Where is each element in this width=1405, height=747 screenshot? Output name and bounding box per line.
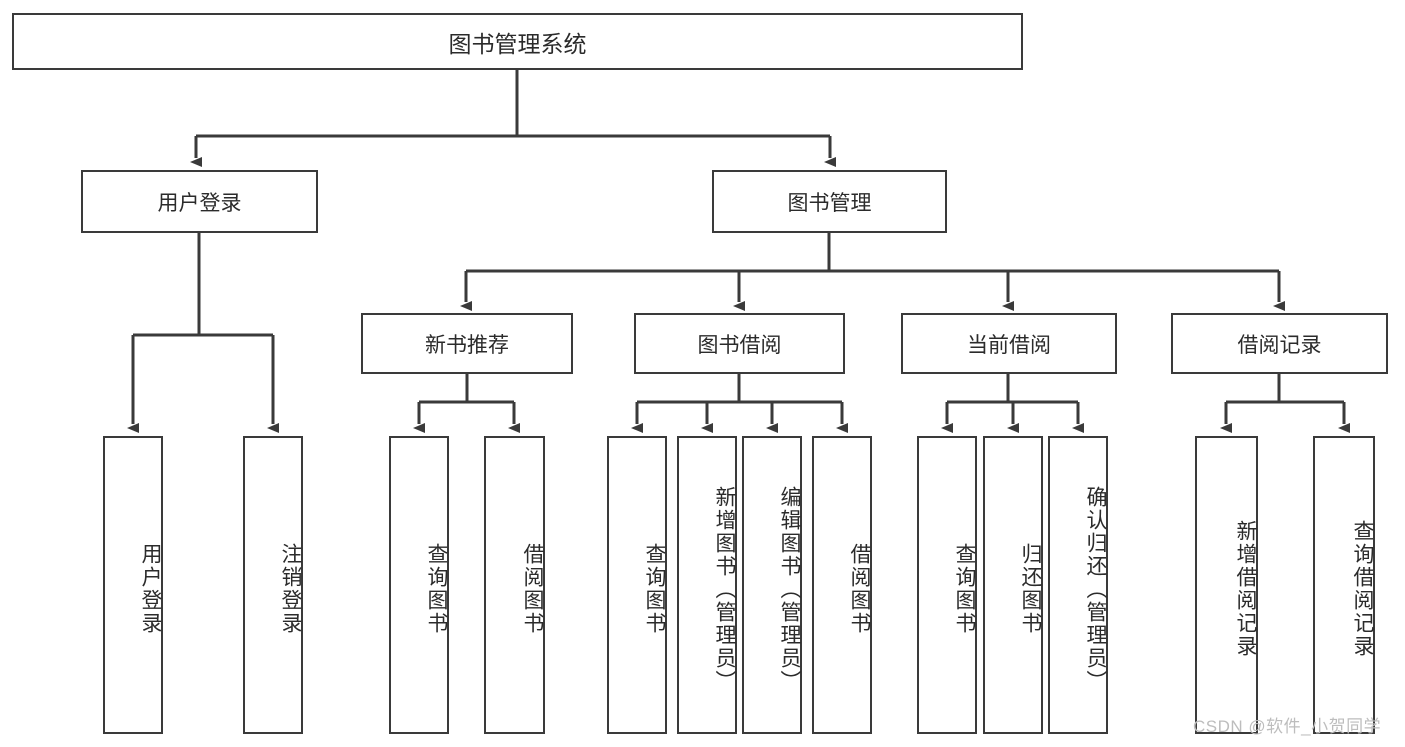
node-label: 查询图书 [953, 543, 976, 635]
leaf-return-book[interactable]: 归还图书 [983, 436, 1043, 734]
leaf-query-book-current[interactable]: 查询图书 [917, 436, 977, 734]
leaf-query-book-borrow[interactable]: 查询图书 [607, 436, 667, 734]
node-book-management[interactable]: 图书管理 [712, 170, 947, 233]
node-user-login[interactable]: 用户登录 [81, 170, 318, 233]
node-label: 借阅图书 [521, 543, 544, 635]
node-current-borrow[interactable]: 当前借阅 [901, 313, 1117, 374]
node-label: 图书借阅 [697, 333, 782, 357]
node-label: 新增借阅记录 [1234, 520, 1257, 658]
leaf-query-borrow-record[interactable]: 查询借阅记录 [1313, 436, 1375, 734]
node-label: 查询图书 [643, 543, 666, 635]
node-label: 新增图书（管理员） [713, 485, 736, 693]
node-label: 查询借阅记录 [1351, 520, 1374, 658]
leaf-borrow-book-recommend[interactable]: 借阅图书 [484, 436, 545, 734]
leaf-confirm-return-admin[interactable]: 确认归还（管理员） [1048, 436, 1108, 734]
leaf-borrow-book[interactable]: 借阅图书 [812, 436, 872, 734]
leaf-logout[interactable]: 注销登录 [243, 436, 303, 734]
node-label: 归还图书 [1019, 543, 1042, 635]
leaf-edit-book-admin[interactable]: 编辑图书（管理员） [742, 436, 802, 734]
node-book-management-system[interactable]: 图书管理系统 [12, 13, 1023, 70]
leaf-add-book-admin[interactable]: 新增图书（管理员） [677, 436, 737, 734]
watermark: CSDN @软件_小贺同学 [1193, 717, 1382, 736]
node-new-book-recommend[interactable]: 新书推荐 [361, 313, 573, 374]
node-label: 查询图书 [425, 543, 448, 635]
node-label: 借阅记录 [1237, 333, 1322, 357]
leaf-user-login[interactable]: 用户登录 [103, 436, 163, 734]
node-borrow-record[interactable]: 借阅记录 [1171, 313, 1388, 374]
node-label: 用户登录 [157, 191, 242, 215]
node-label: 确认归还（管理员） [1084, 485, 1107, 693]
node-book-borrow[interactable]: 图书借阅 [634, 313, 845, 374]
node-label: 新书推荐 [425, 333, 509, 357]
node-label: 图书管理 [787, 191, 872, 215]
leaf-query-book-recommend[interactable]: 查询图书 [389, 436, 449, 734]
node-label: 借阅图书 [848, 543, 871, 635]
leaf-add-borrow-record[interactable]: 新增借阅记录 [1195, 436, 1258, 734]
node-label: 图书管理系统 [448, 30, 587, 57]
node-label: 当前借阅 [967, 333, 1051, 357]
node-label: 编辑图书（管理员） [778, 485, 801, 693]
node-label: 用户登录 [139, 543, 162, 635]
node-label: 注销登录 [279, 543, 302, 635]
